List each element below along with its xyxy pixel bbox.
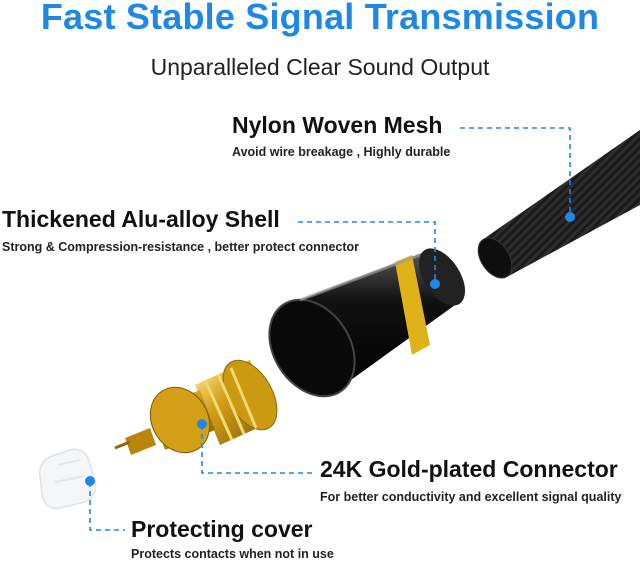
gold-ring (395, 255, 430, 355)
gold-connector-label: 24K Gold-plated Connector (320, 456, 618, 482)
gold-connector (114, 359, 278, 455)
nylon-mesh-label: Nylon Woven Mesh (232, 112, 443, 138)
protecting-cover (39, 448, 97, 509)
protecting-cover-description: Protects contacts when not in use (131, 547, 334, 561)
alloy-shell (268, 248, 466, 398)
alloy-shell-description: Strong & Compression-resistance , better… (2, 240, 360, 254)
page-title: Fast Stable Signal Transmission (40, 0, 600, 37)
protecting-cover-label: Protecting cover (131, 516, 313, 542)
nylon-cable (477, 130, 640, 279)
nylon-mesh-description: Avoid wire breakage , Highly durable (232, 145, 451, 159)
callout-dots (85, 212, 575, 486)
page-subtitle: Unparalleled Clear Sound Output (150, 54, 490, 80)
alloy-shell-label: Thickened Alu-alloy Shell (2, 206, 280, 232)
callout-lines (89, 127, 571, 531)
gold-connector-description: For better conductivity and excellent si… (320, 490, 622, 504)
